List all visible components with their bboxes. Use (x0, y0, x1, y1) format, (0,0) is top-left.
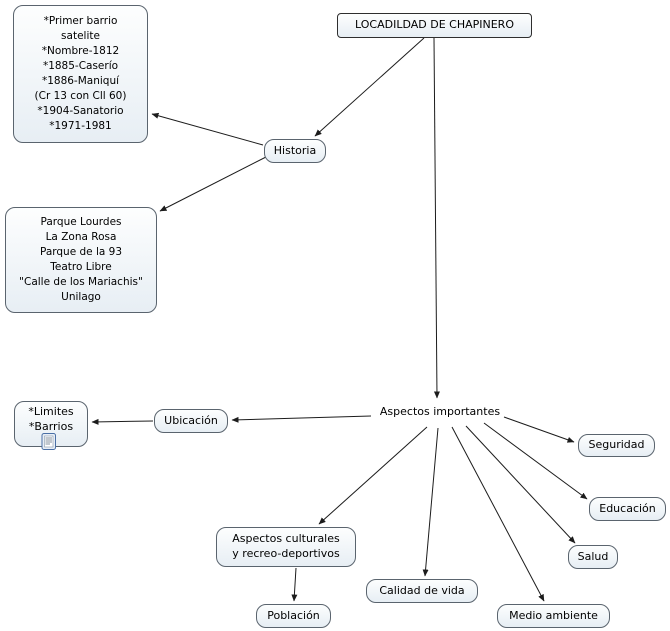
node-historia[interactable]: Historia (264, 139, 326, 163)
edge-historia-lugares (159, 156, 267, 212)
edge-aspectos-calidad (422, 427, 439, 577)
node-lugares-detalles[interactable]: Parque Lourdes La Zona Rosa Parque de la… (5, 207, 157, 313)
edge-aspectos-medio (451, 426, 545, 602)
resource-icon[interactable] (41, 432, 57, 451)
edge-aspectos-educacion (483, 422, 588, 500)
node-locadildad-de-chapinero[interactable]: LOCADILDAD DE CHAPINERO (337, 13, 532, 38)
edge-root-historia (314, 37, 425, 137)
edge-historia-datos (151, 112, 264, 146)
node-calidad-de-vida[interactable]: Calidad de vida (366, 579, 478, 603)
node-historia-detalles[interactable]: *Primer barrio satelite *Nombre-1812 *18… (13, 5, 148, 143)
node-poblacion[interactable]: Población (256, 604, 331, 628)
edge-ubicacion-limites (91, 418, 154, 425)
node-aspectos-importantes[interactable]: Aspectos importantes (379, 404, 501, 418)
node-medio-ambiente[interactable]: Medio ambiente (497, 604, 610, 628)
edge-root-aspectos (433, 37, 440, 399)
edge-culturales-poblacion (291, 567, 298, 602)
edge-aspectos-seguridad (503, 416, 575, 443)
edge-aspectos-salud (465, 425, 576, 544)
node-educacion[interactable]: Educación (589, 497, 666, 521)
node-aspectos-culturales[interactable]: Aspectos culturales y recreo-deportivos (216, 527, 356, 567)
node-salud[interactable]: Salud (568, 545, 618, 569)
edge-aspectos-culturales (318, 426, 428, 525)
node-ubicacion[interactable]: Ubicación (154, 409, 228, 433)
edge-aspectos-ubicacion (231, 415, 372, 423)
node-seguridad[interactable]: Seguridad (578, 434, 655, 457)
